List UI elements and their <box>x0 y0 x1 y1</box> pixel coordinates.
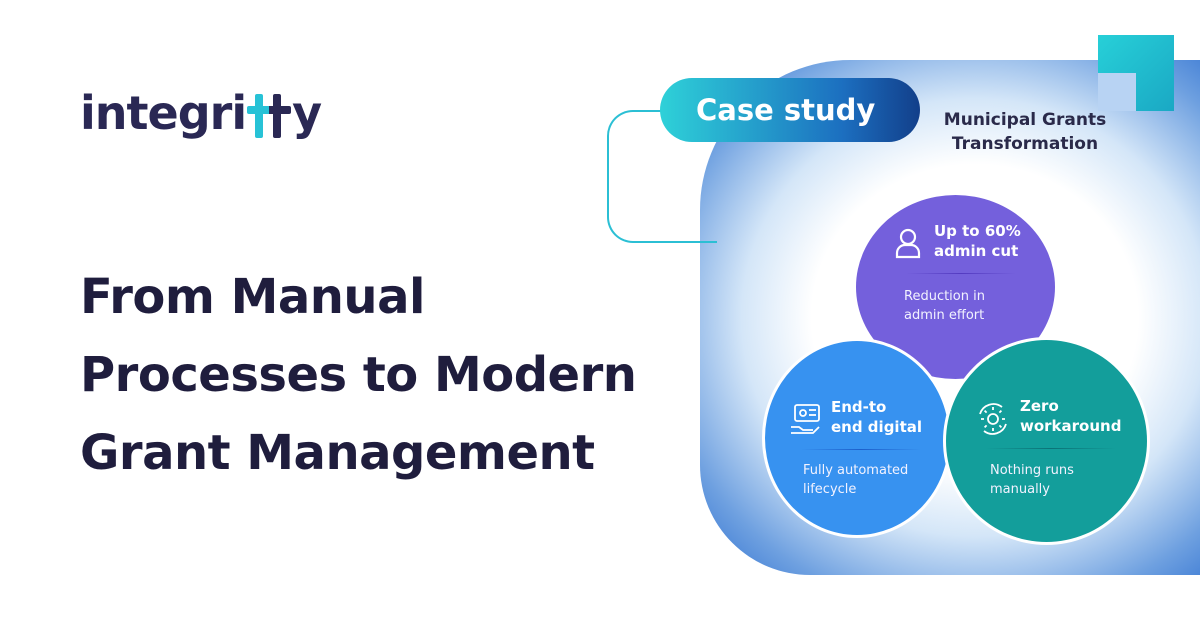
user-icon <box>894 227 922 263</box>
stat-title-line-2: admin cut <box>934 242 1019 260</box>
subtitle-line-1: Municipal Grants <box>943 110 1107 130</box>
headline-line-2-bold: Modern <box>433 347 637 403</box>
stat-desc-line-2: lifecycle <box>803 482 857 497</box>
stat-desc-admin-cut: Reduction in admin effort <box>904 287 985 325</box>
stat-divider <box>986 448 1116 449</box>
corner-accent-shape <box>1098 35 1174 111</box>
digital-process-icon <box>789 403 823 439</box>
case-study-badge-label: Case study <box>696 93 876 127</box>
headline: From Manual Processes to Modern Grant Ma… <box>80 258 680 492</box>
headline-line-3: Grant Management <box>80 425 595 481</box>
case-study-badge: Case study <box>660 78 920 142</box>
stat-circle-admin-cut: Up to 60% admin cut Reduction in admin e… <box>853 192 1058 382</box>
stat-title-end-to-end: End-to end digital <box>831 397 922 437</box>
stat-desc-line-2: admin effort <box>904 308 985 323</box>
case-study-subtitle: Municipal Grants Transformation <box>920 108 1130 156</box>
gear-cycle-icon <box>976 402 1010 440</box>
headline-line-1: From Manual <box>80 269 425 325</box>
logo-text-prefix: integri <box>80 86 247 140</box>
stat-title-zero-workaround: Zero workaround <box>1020 396 1121 436</box>
stat-circle-end-to-end: End-to end digital Fully automated lifec… <box>762 338 952 538</box>
brand-logo: integri y <box>80 86 322 160</box>
subtitle-line-2: Transformation <box>951 134 1099 154</box>
stat-title-line-1: End-to <box>831 398 887 416</box>
stat-divider <box>906 273 1016 274</box>
stat-desc-line-1: Fully automated <box>803 463 909 478</box>
stat-desc-line-2: manually <box>990 482 1050 497</box>
stat-title-admin-cut: Up to 60% admin cut <box>934 221 1021 261</box>
stat-desc-line-1: Reduction in <box>904 289 985 304</box>
stat-title-line-1: Up to 60% <box>934 222 1021 240</box>
headline-line-2: Processes to Modern <box>80 336 680 414</box>
stat-divider <box>801 449 921 450</box>
stat-title-line-1: Zero <box>1020 397 1059 415</box>
stat-desc-zero-workaround: Nothing runs manually <box>990 461 1074 499</box>
logo-mark-icon <box>247 90 292 146</box>
stat-title-line-2: end digital <box>831 418 923 436</box>
stat-circle-zero-workaround: Zero workaround Nothing runs manually <box>943 337 1150 545</box>
logo-text-suffix: y <box>292 86 322 140</box>
headline-line-2-regular: Processes to <box>80 347 434 403</box>
stat-title-line-2: workaround <box>1020 417 1122 435</box>
stat-desc-end-to-end: Fully automated lifecycle <box>803 461 908 499</box>
stat-desc-line-1: Nothing runs <box>990 463 1074 478</box>
